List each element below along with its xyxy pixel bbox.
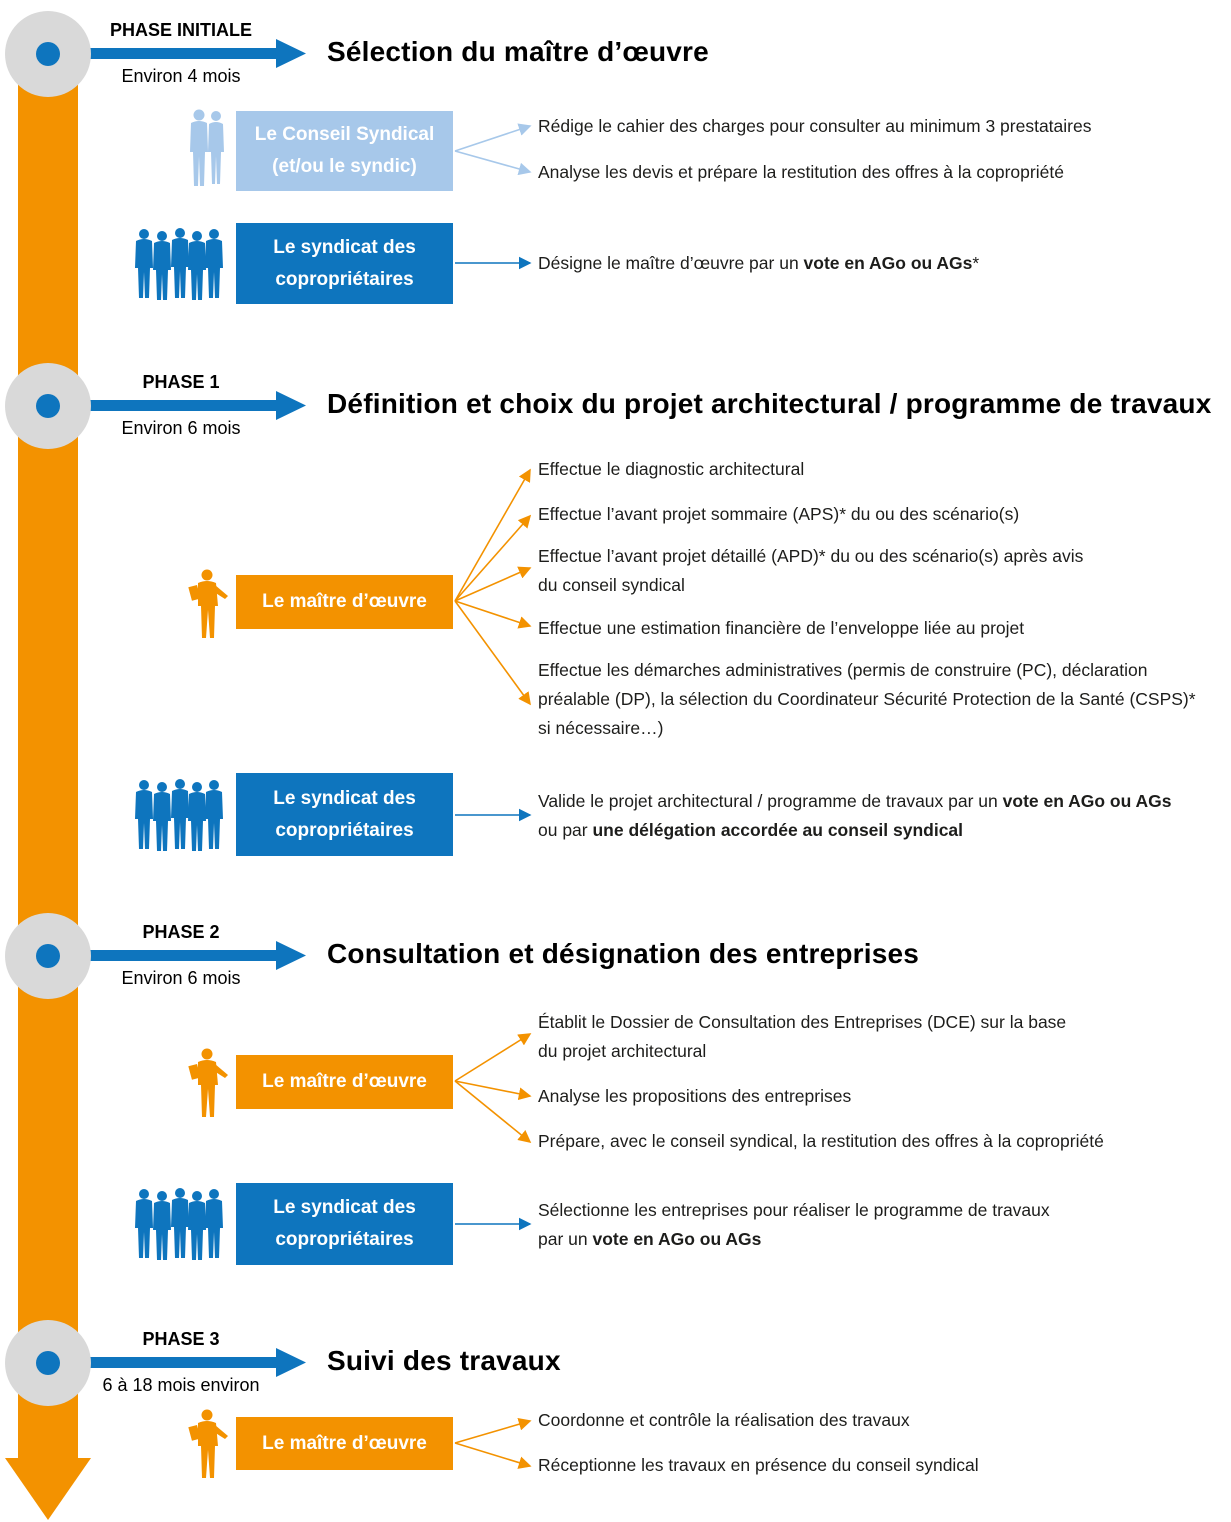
phase-duration: 6 à 18 mois environ [102, 1375, 260, 1395]
task-text: Prépare, avec le conseil syndical, la re… [538, 1131, 1104, 1151]
task-text: Analyse les propositions des entreprises [538, 1086, 852, 1106]
phase-arrow-2 [88, 941, 306, 970]
phase-label: PHASE 2 [142, 922, 220, 942]
task-text: Réceptionne les travaux en présence du c… [538, 1455, 979, 1475]
actor-name-line: Le syndicat des [273, 787, 416, 809]
timeline-arrowhead [5, 1458, 91, 1520]
actor-name: Le maître d’œuvre [262, 1071, 427, 1092]
actor-name-line: (et/ou le syndic) [272, 156, 417, 177]
task-text: Désigne le maître d’œuvre par un vote en… [538, 253, 980, 273]
phase-title: Définition et choix du projet architectu… [327, 388, 1212, 419]
task-text: Rédige le cahier des charges pour consul… [538, 116, 1092, 136]
phase-marker-initiale [5, 11, 91, 97]
actor-name-line: Le syndicat des [273, 1197, 416, 1218]
phase-marker-3 [5, 1320, 91, 1406]
task-bold: vote en AGo ou AGs [592, 1229, 762, 1249]
task-text: Effectue l’avant projet sommaire (APS)* … [538, 504, 1020, 524]
task-text: Effectue les démarches administratives (… [538, 660, 1196, 738]
actor-box-maitre-oeuvre: Le maître d’œuvre [236, 1417, 453, 1470]
task-text: Établit le Dossier de Consultation des E… [538, 1012, 1067, 1061]
phase-marker-2 [5, 913, 91, 999]
phase-title: Sélection du maître d’œuvre [327, 36, 709, 67]
actor-name: Le maître d’œuvre [262, 591, 427, 612]
phase-title: Consultation et désignation des entrepri… [327, 938, 920, 969]
two-persons-icon [190, 109, 224, 186]
actor-box-syndicat: Le syndicat des copropriétaires [236, 223, 453, 304]
actor-name-line: Le Conseil Syndical [254, 124, 435, 145]
task-text: Effectue le diagnostic architectural [538, 459, 805, 479]
actor-box-conseil-syndical: Le Conseil Syndical (et/ou le syndic) [236, 111, 453, 191]
group-icon [135, 1188, 223, 1260]
task-text: Sélectionne les entreprises pour réalise… [538, 1200, 1050, 1249]
timeline-bar [18, 40, 78, 1460]
task-text: Valide le projet architectural / program… [538, 791, 1172, 840]
phase-duration: Environ 4 mois [121, 66, 241, 86]
phase-duration: Environ 6 mois [121, 418, 241, 438]
actor-name: Le maître d’œuvre [262, 1432, 427, 1454]
task-text: Effectue l’avant projet détaillé (APD)* … [538, 546, 1084, 595]
task-bold: une délégation accordée au conseil syndi… [592, 820, 964, 840]
phase-arrow-initiale [88, 39, 306, 68]
task-bold: vote en AGo ou AGs [1002, 791, 1172, 811]
actor-name-line: copropriétaires [275, 268, 414, 290]
task-text: Analyse les devis et prépare la restitut… [538, 162, 1064, 182]
task-bold: vote en AGo ou AGs [803, 253, 973, 273]
actor-name-line: copropriétaires [275, 1229, 414, 1250]
architect-icon [188, 1048, 228, 1117]
phase-marker-1 [5, 363, 91, 449]
actor-box-maitre-oeuvre: Le maître d’œuvre [236, 1055, 453, 1109]
phase-duration: Environ 6 mois [121, 968, 241, 988]
phase-label: PHASE 3 [142, 1329, 220, 1349]
group-icon [135, 228, 223, 300]
phase-title: Suivi des travaux [327, 1345, 561, 1376]
phase-label: PHASE INITIALE [109, 20, 252, 40]
architect-icon [188, 569, 228, 638]
phase-label: PHASE 1 [142, 372, 220, 392]
actor-name-line: copropriétaires [275, 819, 414, 841]
actor-box-syndicat: Le syndicat des copropriétaires [236, 1183, 453, 1265]
task-text: Effectue une estimation financière de l’… [538, 618, 1025, 638]
phase-arrow-3 [88, 1348, 306, 1377]
actor-box-syndicat: Le syndicat des copropriétaires [236, 773, 453, 856]
task-text: Coordonne et contrôle la réalisation des… [538, 1410, 910, 1430]
phase-arrow-1 [88, 391, 306, 420]
architect-icon [188, 1409, 228, 1478]
actor-box-maitre-oeuvre: Le maître d’œuvre [236, 575, 453, 629]
group-icon [135, 779, 223, 851]
actor-name-line: Le syndicat des [273, 236, 416, 258]
